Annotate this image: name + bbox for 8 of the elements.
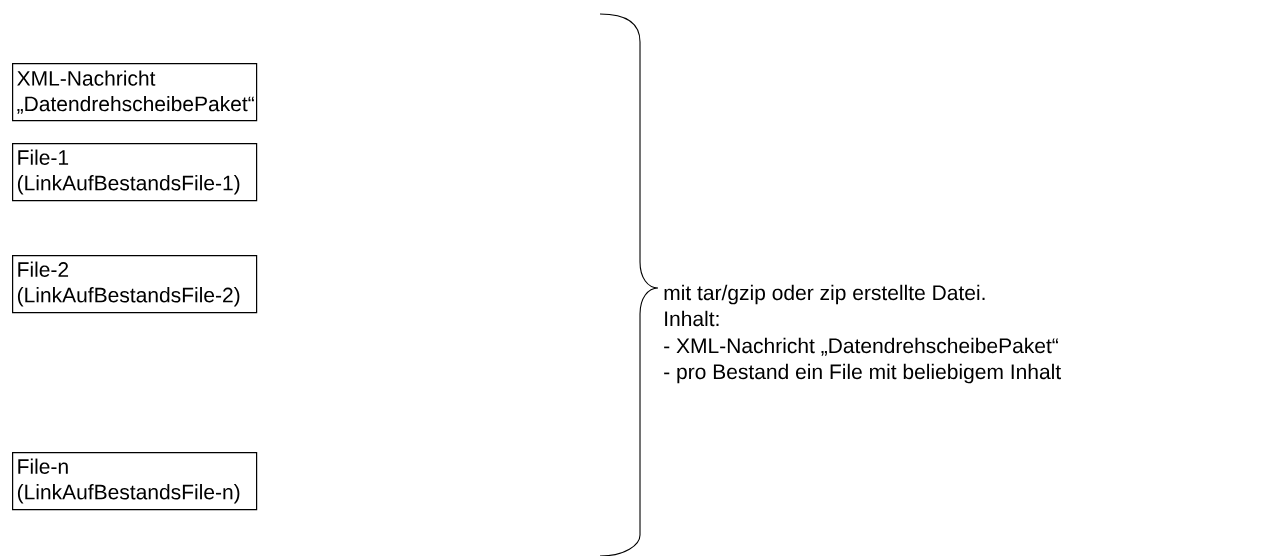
file-box: XML-Nachricht „DatendrehscheibePaket“ [12,63,258,122]
note-text: mit tar/gzip oder zip erstellte Datei. [664,284,985,305]
file-box: File-n (LinkAufBestandsFile-n) [12,452,258,511]
note-text: Inhalt: [665,310,719,327]
file-box: File-2 (LinkAufBestandsFile-2) [12,255,258,314]
note-text: - XML-Nachricht „DatendrehscheibePaket“ [664,337,1059,356]
file-box: File-1 (LinkAufBestandsFile-1) [12,143,258,202]
note-text: - pro Bestand ein File mit beliebigem Inhalt [664,363,1061,384]
